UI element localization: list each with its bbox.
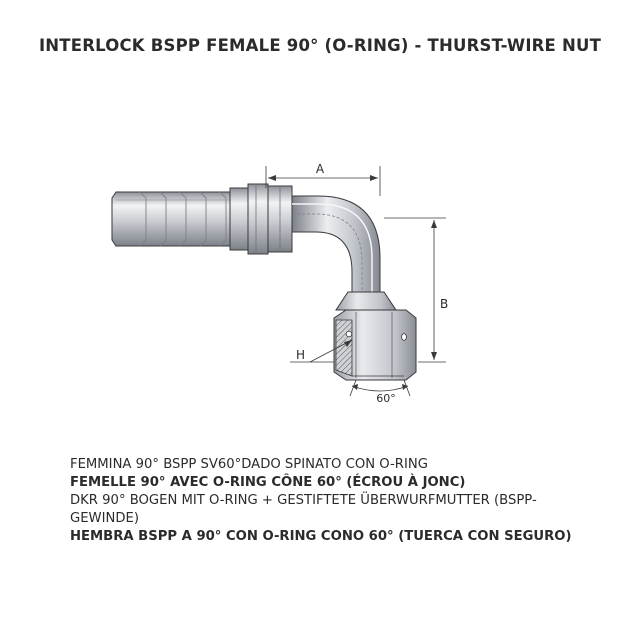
swivel-nut xyxy=(333,309,417,381)
description-german: DKR 90° BOGEN MIT O-RING + GESTIFTETE ÜB… xyxy=(70,493,537,526)
description-spanish: HEMBRA BSPP A 90° CON O-RING CONO 60° (T… xyxy=(70,529,572,544)
dimension-h-label: H xyxy=(296,348,305,362)
collar xyxy=(229,183,293,255)
bent-tube xyxy=(291,195,381,293)
dimension-a-label: A xyxy=(316,162,325,176)
description-block: FEMMINA 90° BSPP SV60°DADO SPINATO CON O… xyxy=(70,456,580,546)
nut-neck xyxy=(335,291,397,311)
dimension-b: B xyxy=(384,217,448,363)
hose-stem xyxy=(111,191,249,247)
dimension-angle-label: 60° xyxy=(376,392,396,405)
description-italian: FEMMINA 90° BSPP SV60°DADO SPINATO CON O… xyxy=(70,457,428,472)
dimension-angle: 60° xyxy=(349,379,411,405)
description-french: FEMELLE 90° AVEC O-RING CÔNE 60° (ÉCROU … xyxy=(70,475,466,490)
dimension-b-label: B xyxy=(440,297,448,311)
dimension-h: H xyxy=(290,339,353,363)
page-title: INTERLOCK BSPP FEMALE 90° (O-RING) - THU… xyxy=(38,36,602,55)
dimension-a: A xyxy=(265,162,381,196)
